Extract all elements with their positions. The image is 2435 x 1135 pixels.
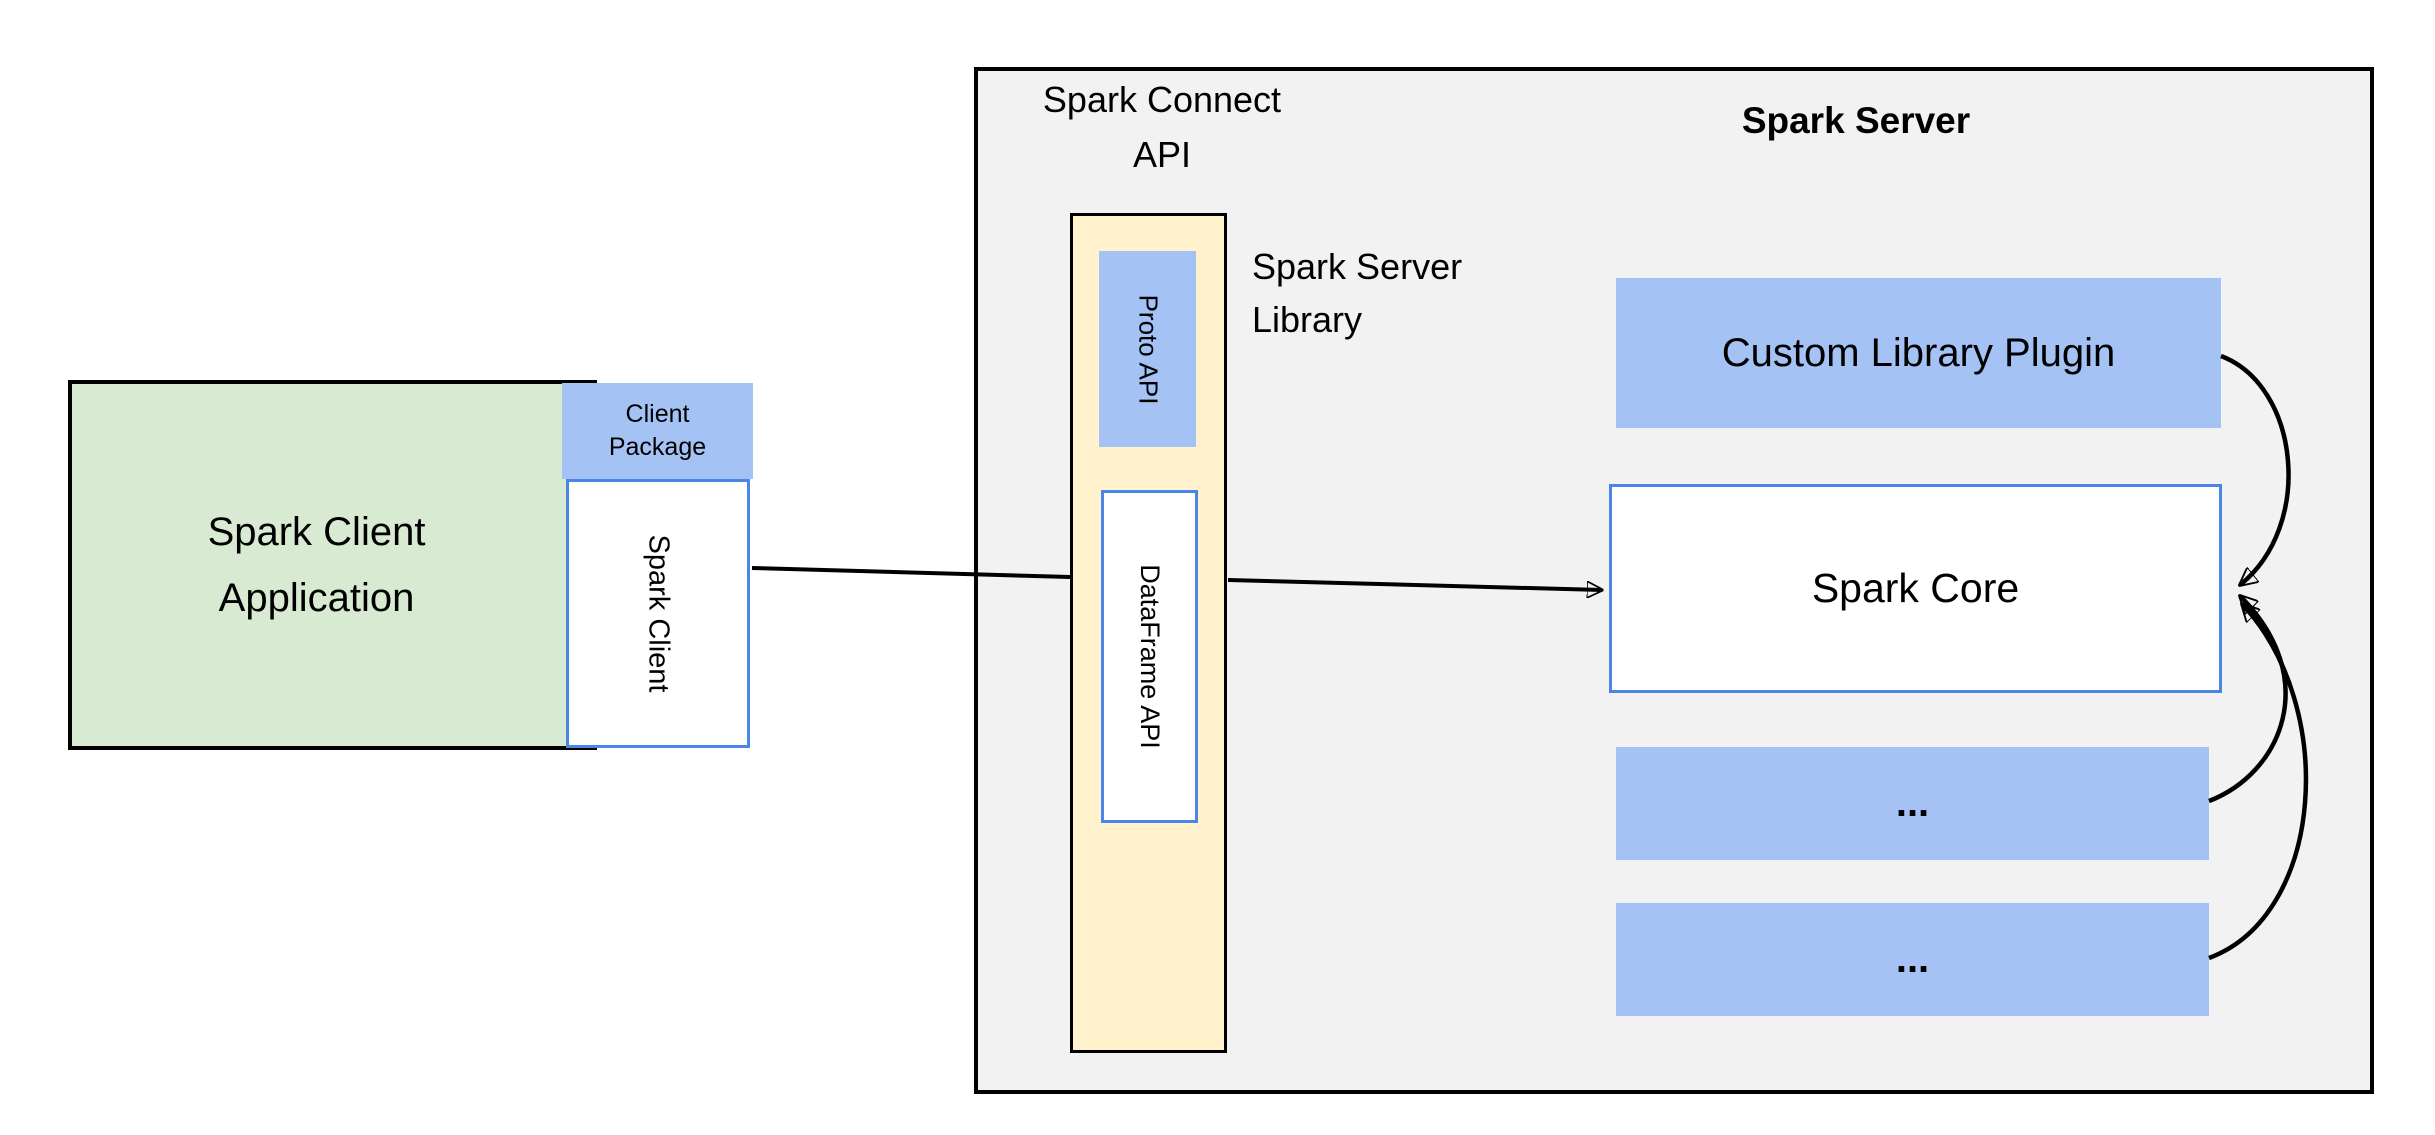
spark-client-box: Spark Client (566, 479, 750, 748)
spark-server-library-label: Spark Server Library (1252, 246, 1463, 340)
spark-connect-api-label: Spark Connect API (1042, 79, 1282, 175)
spark-server-title: Spark Server (1741, 100, 1971, 141)
dataframe-api-label: DataFrame API (1135, 564, 1166, 749)
spark-core-label: Spark Core (1811, 565, 2020, 611)
custom-library-plugin-label: Custom Library Plugin (1721, 330, 2116, 375)
plugin-placeholder-box-2: ... (1616, 903, 2209, 1016)
spark-core-box: Spark Core (1609, 484, 2222, 693)
proto-api-label: Proto API (1133, 294, 1163, 404)
spark-client-label: Spark Client (642, 534, 675, 693)
client-package-label: Client Package (608, 400, 707, 461)
spark-client-application-label: Spark Client Application (207, 510, 426, 620)
dataframe-api-box: DataFrame API (1101, 490, 1198, 823)
plugin-placeholder-label-1: ... (1895, 781, 1930, 825)
spark-client-application-box (68, 380, 597, 750)
client-package-box: Client Package (562, 383, 753, 479)
custom-library-plugin-box: Custom Library Plugin (1616, 278, 2221, 428)
plugin-placeholder-box-1: ... (1616, 747, 2209, 860)
proto-api-box: Proto API (1099, 251, 1196, 447)
plugin-placeholder-label-2: ... (1895, 937, 1930, 981)
